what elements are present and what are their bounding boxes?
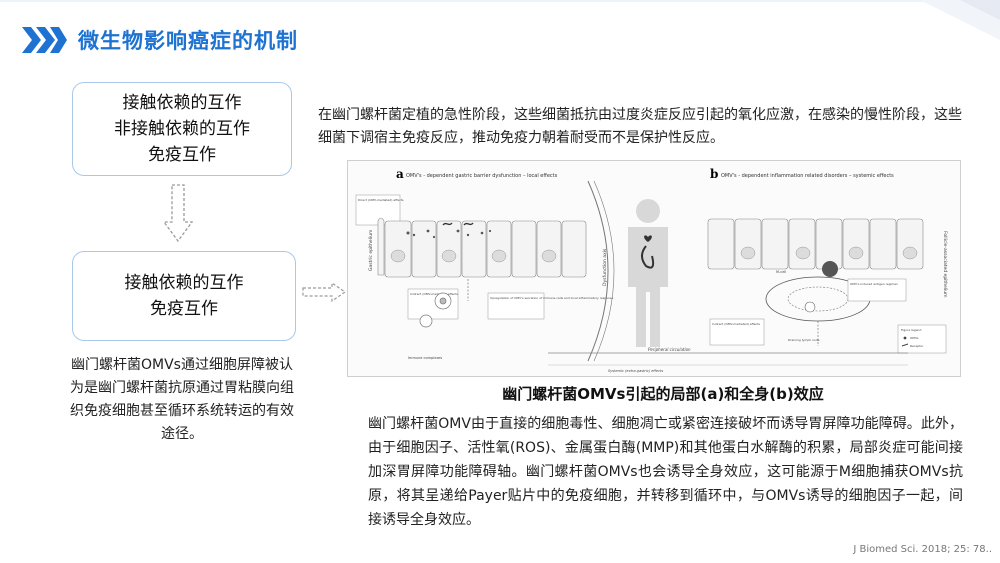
note-a1: Direct (OMV-mediated) effects <box>358 198 404 202</box>
box-line: 免疫互作 <box>150 299 218 319</box>
bacterium-icon <box>442 222 453 226</box>
legend-receptor: Receptor <box>910 344 924 348</box>
figure-caption: 幽门螺杆菌OMVs引起的局部(a)和全身(b)效应 <box>502 385 824 403</box>
right-arrow-icon <box>302 282 346 302</box>
label-systemic: Systemic (extra-gastric) effects <box>608 369 663 373</box>
nuclei-a <box>390 249 557 263</box>
legend-receptor-marker <box>901 343 909 347</box>
omv-effects-figure: a OMV's - dependent gastric barrier dysf… <box>347 160 961 377</box>
figure-diagram: a OMV's - dependent gastric barrier dysf… <box>355 167 948 373</box>
panel-a-title: OMV's - dependent gastric barrier dysfun… <box>406 173 558 179</box>
note-box <box>355 194 401 226</box>
note-b1: Indirect (OMV-mediated) effects <box>712 322 760 326</box>
label-follicle: Follicle-associated epithelium <box>942 231 948 298</box>
box-line: 接触依赖的互作 <box>124 273 244 293</box>
note-b3: Draining lymph node <box>788 338 820 342</box>
immune-cell <box>804 301 816 313</box>
bacterium-icon <box>463 222 474 226</box>
heart-icon <box>644 235 652 242</box>
intro-paragraph: 在幽门螺杆菌定植的急性阶段，这些细菌抵抗由过度炎症反应引起的氧化应激，在感染的慢… <box>318 107 962 146</box>
note-box <box>709 318 765 346</box>
label-gastric: Gastric epithelium <box>368 230 374 271</box>
label-immune: Immune complexes <box>408 356 442 360</box>
m-cell-nucleus <box>822 261 838 277</box>
lymph-follicle <box>787 286 849 312</box>
human-silhouette-icon <box>628 199 668 347</box>
panel-b-letter: b <box>710 167 718 181</box>
nuclei-b <box>740 246 918 260</box>
legend-omv-marker <box>903 336 907 340</box>
epithelium-cells-a <box>377 217 587 278</box>
immune-cells-a <box>419 292 452 328</box>
chevron-icon <box>22 27 67 53</box>
down-arrow-icon <box>163 184 193 242</box>
dysfunction-arc <box>593 180 615 362</box>
box-line: 接触依赖的互作 <box>122 93 242 113</box>
page-title: 微生物影响癌症的机制 <box>78 29 298 53</box>
corner-decoration <box>920 0 1000 40</box>
omv-interaction-box: 接触依赖的互作 免疫互作 <box>72 251 296 341</box>
body-paragraph: 幽门螺杆菌OMV由于直接的细胞毒性、细胞凋亡或紧密连接破坏而诱导胃屏障功能障碍。… <box>368 416 963 528</box>
box-line: 非接触依赖的互作 <box>114 119 250 139</box>
note-box <box>487 292 545 320</box>
dysfunction-arc <box>587 180 609 362</box>
epithelium-cells-b <box>707 218 924 270</box>
box-line: 免疫互作 <box>148 145 216 165</box>
label-peripheral: Peripheral circulation <box>648 347 691 352</box>
panel-a-letter: a <box>396 167 404 181</box>
note-b2: OMV's induced antigen regimen <box>850 282 898 286</box>
legend-title: Figure legend <box>901 328 921 332</box>
panel-b-title: OMV's - dependent inflammation related d… <box>721 173 894 179</box>
omv-transport-note: 幽门螺杆菌OMVs通过细胞屏障被认为是幽门螺杆菌抗原通过胃粘膜向组织免疫细胞甚至… <box>70 357 294 442</box>
note-a3: Upregulation of OMV's secretion of immun… <box>490 296 613 300</box>
stomach-icon <box>641 245 655 269</box>
slide-header: 微生物影响癌症的机制 <box>20 22 298 58</box>
interaction-types-box: 接触依赖的互作 非接触依赖的互作 免疫互作 <box>72 82 292 176</box>
legend-box <box>897 324 947 354</box>
label-mcell: M-cell <box>776 270 786 274</box>
legend-omv: OMVs <box>910 336 919 340</box>
note-box <box>847 278 907 302</box>
bacteria-a <box>406 229 492 239</box>
note-a2: Indirect (OMV-mediated) effects <box>410 292 458 296</box>
label-dysfunction: Dysfunction axis <box>602 248 608 286</box>
citation: J Biomed Sci. 2018; 25: 78.. <box>853 544 992 555</box>
top-divider <box>0 0 1000 2</box>
